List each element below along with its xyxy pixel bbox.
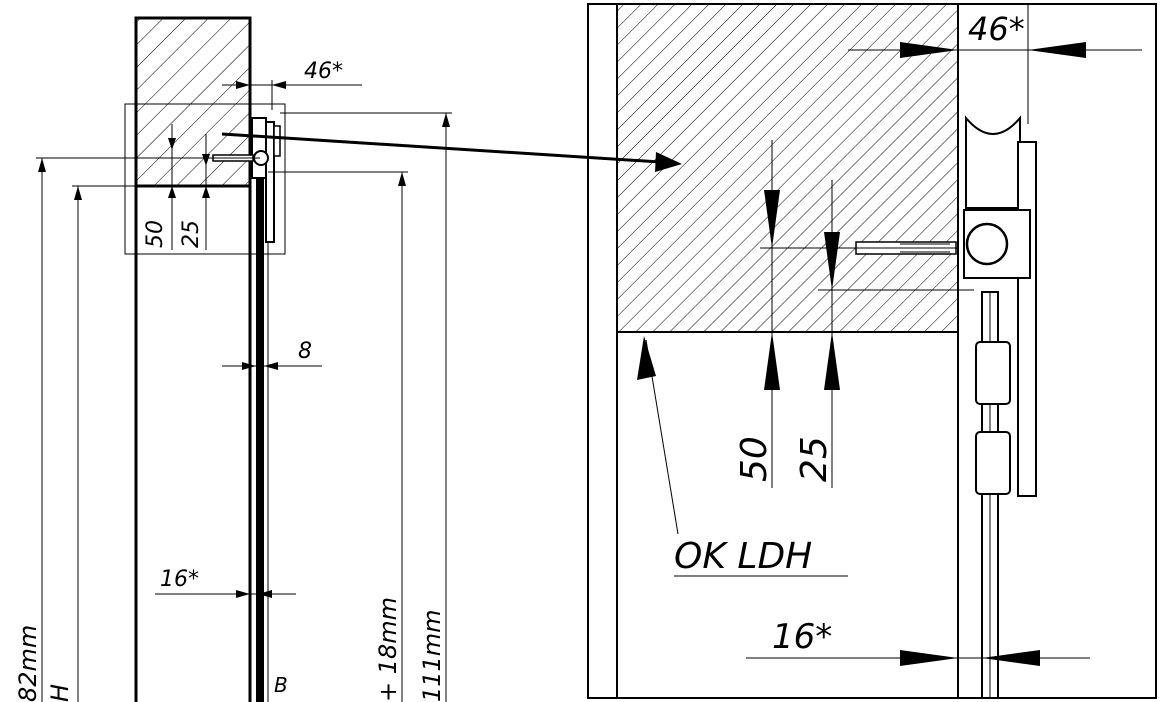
left-dim-50: 50: [143, 220, 168, 248]
detail-dim-46: 46*: [968, 10, 1025, 48]
detail-lintel: [617, 4, 958, 332]
left-dim-16: 16*: [160, 567, 199, 592]
left-dim-46: 46*: [304, 59, 343, 84]
left-dim-18mm: + 18mm: [374, 597, 402, 702]
left-dim-25: 25: [179, 220, 204, 248]
door-leaf: [256, 170, 264, 702]
detail-dim-50: 50: [734, 436, 775, 482]
left-dim-8: 8: [298, 339, 312, 364]
detail-view: 46* 50 25 OK LDH 16*: [587, 3, 1157, 699]
left-dim-82mm: 82mm: [14, 625, 42, 702]
detail-leader: [221, 132, 682, 172]
detail-roller-hardware: [855, 115, 1037, 497]
detail-dim-16: 16*: [772, 617, 832, 657]
left-label-b: B: [274, 673, 288, 697]
left-dim-h: H: [46, 684, 74, 702]
left-overview: 46* 8 16* B 50 25 82mm: [14, 16, 452, 702]
detail-dim-25: 25: [794, 436, 835, 482]
detail-label-ok-ldh: OK LDH: [674, 536, 812, 577]
left-dim-111mm: 111mm: [418, 609, 446, 702]
detail-frame: [124, 103, 286, 255]
